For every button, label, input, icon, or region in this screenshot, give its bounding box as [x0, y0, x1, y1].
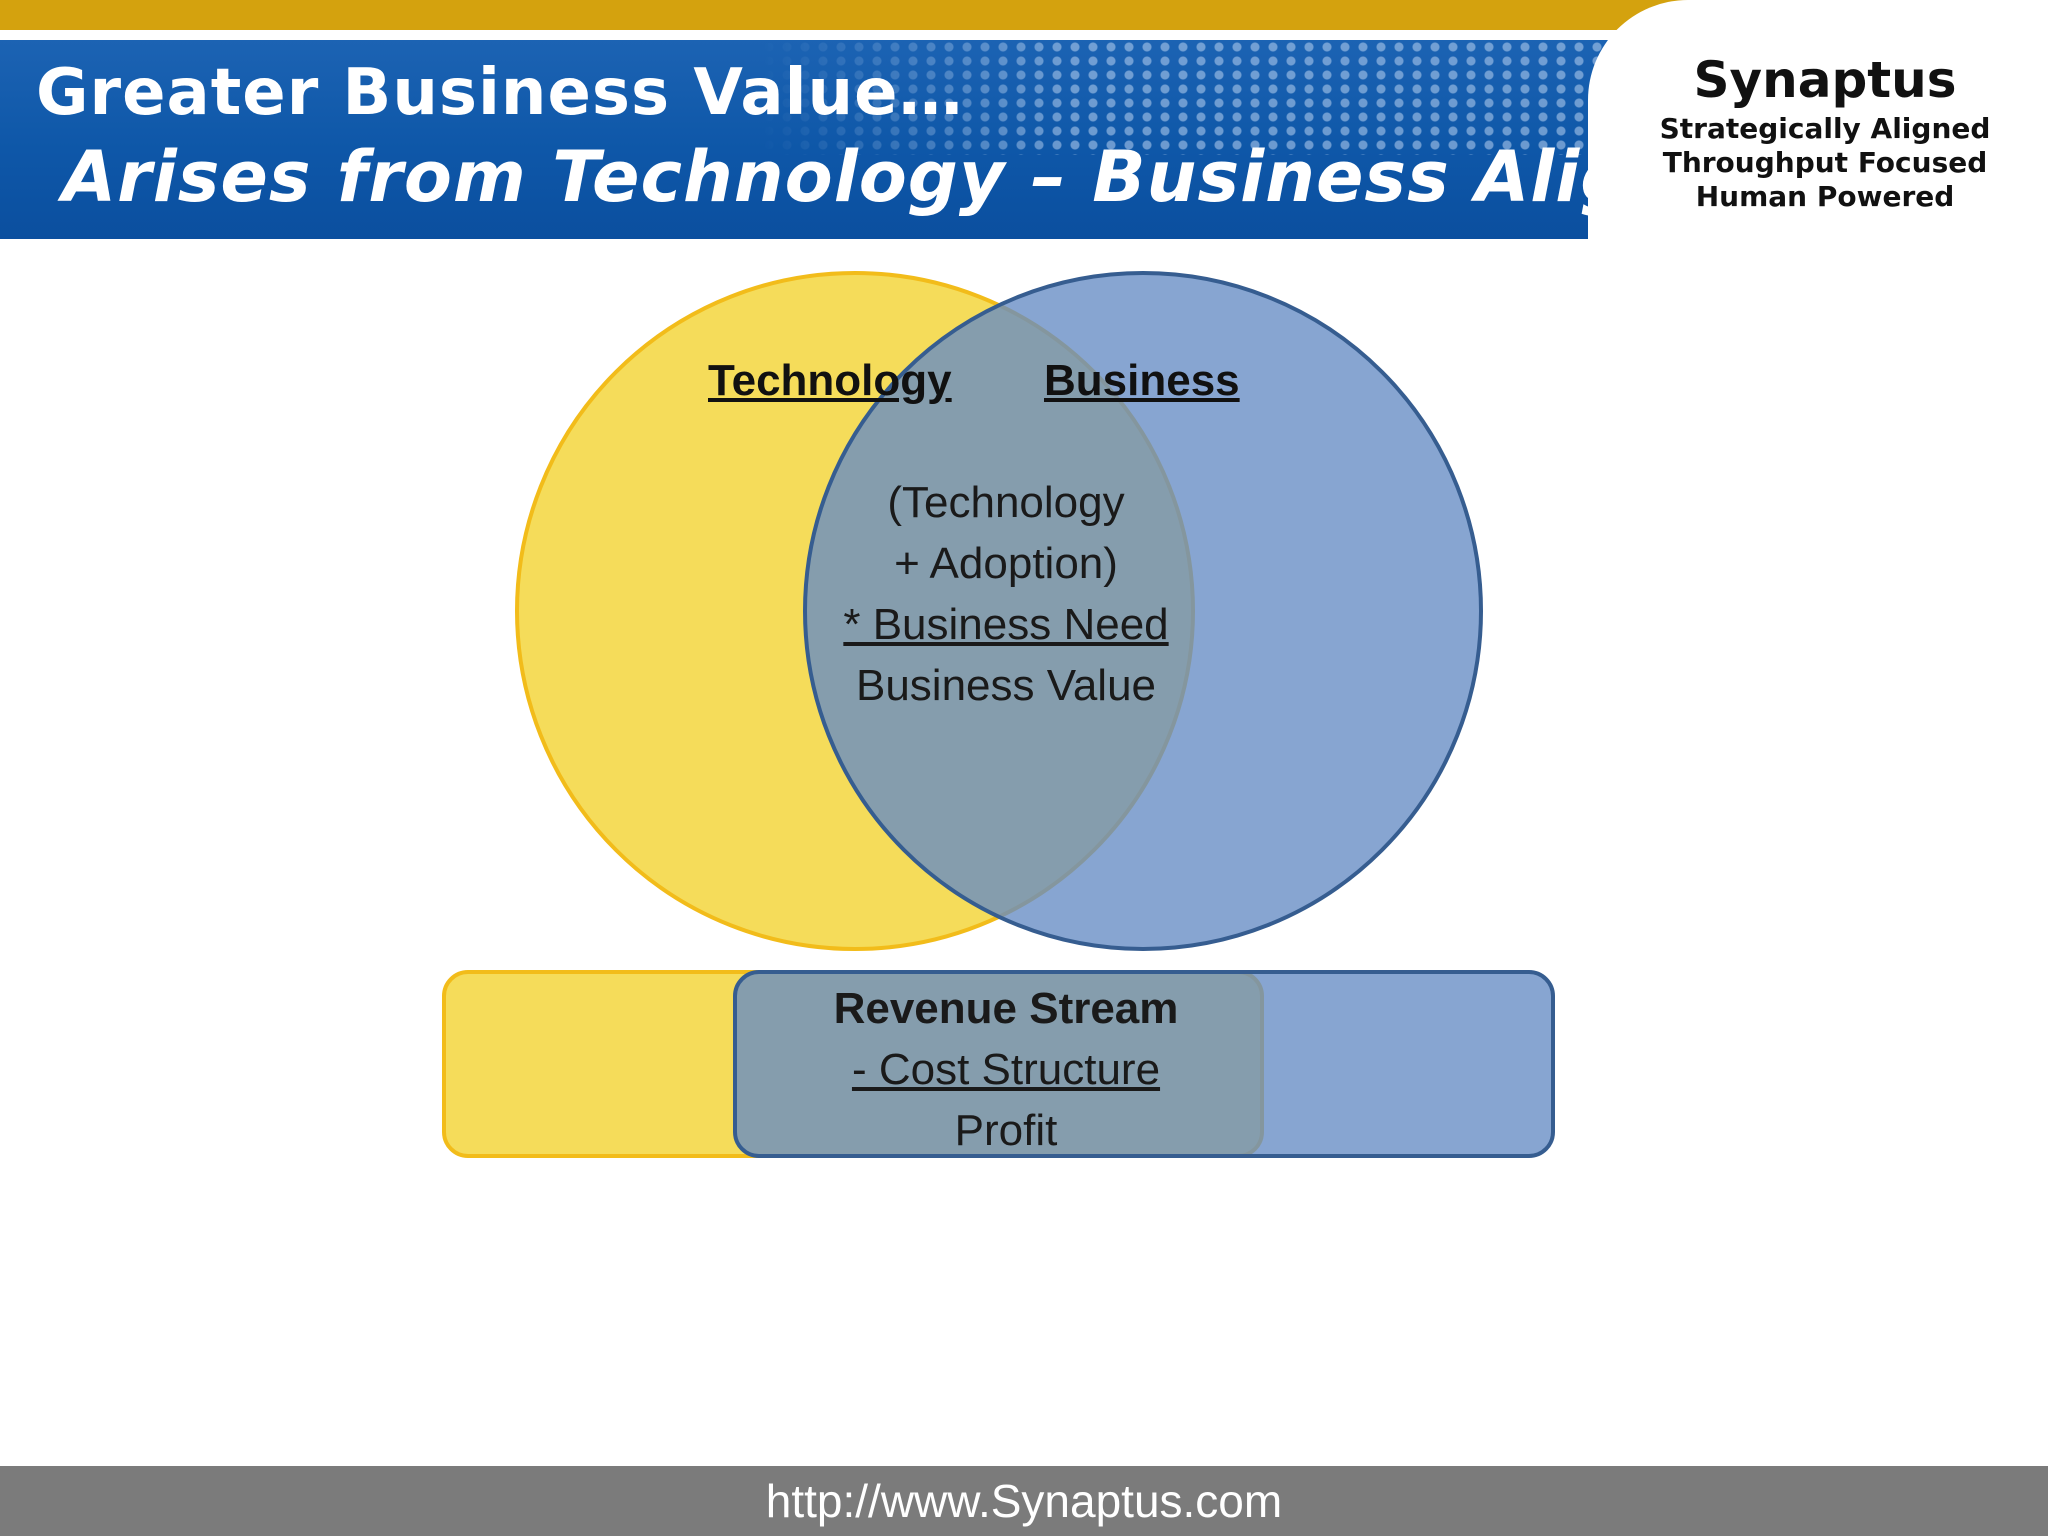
banner-dot-pattern — [760, 40, 1640, 155]
logo-panel — [1588, 0, 2048, 245]
business-circle — [803, 271, 1483, 951]
formula-line-3: * Business Need — [843, 600, 1169, 649]
formula-line-1: (Technology — [887, 478, 1125, 527]
footer-bar: http://www.Synaptus.com — [0, 1466, 2048, 1536]
business-value-formula: (Technology + Adoption) * Business Need … — [806, 472, 1206, 716]
brand-logo: Synaptus Strategically Aligned Throughpu… — [1640, 48, 2010, 214]
footer-url: http://www.Synaptus.com — [765, 1475, 1283, 1527]
profit-line-1: Revenue Stream — [833, 984, 1179, 1033]
brand-tagline-1: Strategically Aligned — [1659, 112, 1991, 145]
business-bar — [733, 970, 1555, 1158]
profit-result: Profit — [954, 1106, 1058, 1155]
profit-line-2: - Cost Structure — [851, 1045, 1161, 1094]
formula-line-2: + Adoption) — [894, 539, 1118, 588]
profit-formula: Revenue Stream - Cost Structure Profit — [806, 978, 1206, 1161]
technology-label: Technology — [708, 356, 952, 405]
brand-tagline-3: Human Powered — [1695, 180, 1955, 213]
slide-subtitle: Arises from Technology – Business Alignm… — [62, 136, 1890, 218]
title-banner — [0, 40, 1640, 239]
business-label: Business — [1044, 356, 1240, 405]
brand-tagline-2: Throughput Focused — [1662, 146, 1988, 179]
formula-result: Business Value — [855, 661, 1157, 710]
slide-title: Greater Business Value… — [36, 56, 964, 130]
brand-name: Synaptus — [1693, 51, 1957, 109]
